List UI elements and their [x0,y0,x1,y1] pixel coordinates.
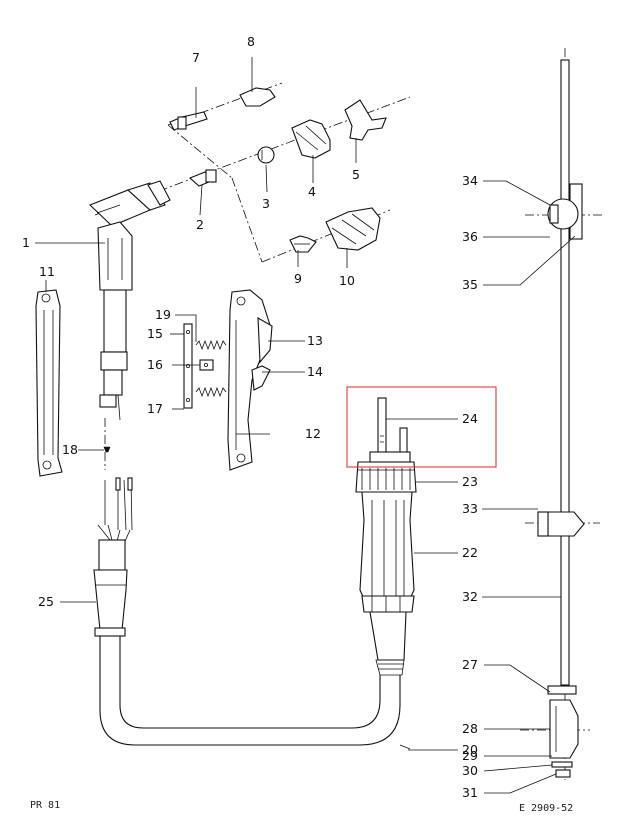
footer-left-code: PR 81 [30,800,60,811]
label-1: 1 [22,235,30,250]
label-27: 27 [462,657,478,672]
part-5-wrench [344,99,387,141]
label-5: 5 [352,167,360,182]
torch-body [99,289,128,421]
part-31-nut [555,769,571,778]
part-14-trigger [251,365,271,391]
part-15-plate [183,323,193,409]
label-32: 32 [462,589,478,604]
label-29: 29 [462,748,478,763]
part-1-torch-head [88,180,171,291]
label-20: 20 [462,742,478,757]
footer-right-code: E 2909-52 [519,803,573,814]
label-16: 16 [147,357,163,372]
label-23: 23 [462,474,478,489]
part-25-cable-boot [93,569,128,637]
label-22: 22 [462,545,478,560]
label-19: 19 [155,307,171,322]
part-16-block [199,359,214,371]
cable-wires [97,477,133,571]
label-34: 34 [462,173,478,188]
label-35: 35 [462,277,478,292]
label-24: 24 [462,411,478,426]
part-7-collet [169,111,208,131]
part-20-cable [99,636,401,746]
label-31: 31 [462,785,478,800]
label-9: 9 [294,271,302,286]
part-27-base-collar [547,685,577,695]
part-13-lever [257,317,273,364]
label-4: 4 [308,184,316,199]
part-9-tip [289,235,317,253]
label-12: 12 [305,426,321,441]
label-33: 33 [462,501,478,516]
label-8: 8 [247,34,255,49]
part-numbers: 1 2 3 4 5 7 8 9 10 11 12 13 14 15 16 17 … [22,34,478,800]
label-3: 3 [262,196,270,211]
part-32-stand-rod [560,59,570,686]
label-13: 13 [307,333,323,348]
label-17: 17 [147,401,163,416]
label-25: 25 [38,594,54,609]
label-7: 7 [192,50,200,65]
part-3-ring [257,146,275,164]
label-30: 30 [462,763,478,778]
part-28-base-block [549,699,579,759]
label-18: 18 [62,442,78,457]
part-36-ball-joint [547,198,579,230]
label-28: 28 [462,721,478,736]
part-4-cup [291,119,331,159]
part-17-spring [195,386,227,398]
part-22-grip [359,491,415,676]
label-2: 2 [196,217,204,232]
label-36: 36 [462,229,478,244]
part-18-pin [103,446,111,453]
part-11-side-plate [35,289,63,477]
label-14: 14 [307,364,323,379]
part-30-washer [551,761,573,768]
part-33-clamp [537,511,585,537]
part-2-connector [188,169,217,187]
center-lines [94,48,605,780]
part-23-nut [355,461,417,493]
part-10-large-nozzle [325,207,381,251]
leader-lines [35,57,576,794]
part-19-spring [195,339,227,351]
label-10: 10 [339,273,355,288]
highlight-box [346,386,497,468]
part-8-nozzle-cap [239,87,276,107]
label-11: 11 [39,264,55,279]
label-15: 15 [147,326,163,341]
part-24-electrode-pins [369,397,411,463]
